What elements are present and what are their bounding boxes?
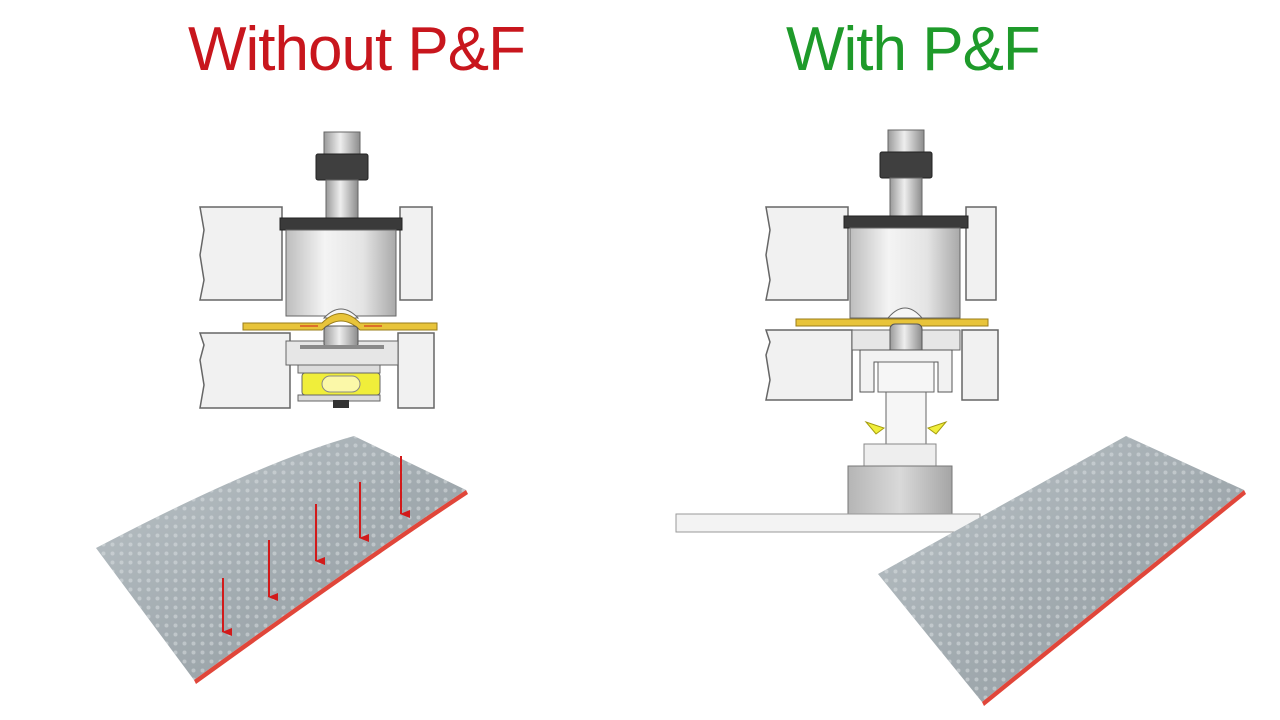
sheet-perforation [96, 436, 466, 680]
plunger-shaft [885, 391, 927, 445]
upper-die-right-block [965, 206, 997, 301]
title-with-pf: With P&F [786, 15, 1041, 84]
lower-guide [297, 364, 381, 374]
upper-die-left-block [765, 206, 849, 301]
lower-die-right-block [397, 332, 435, 409]
punch-flange [843, 215, 969, 229]
lower-die-left-block [764, 329, 853, 401]
die-plate-slot [300, 345, 384, 349]
sensor-base [847, 465, 953, 517]
strip-material-bent [242, 313, 438, 331]
bottom-bolt [333, 400, 349, 408]
ram-neck [889, 177, 923, 217]
lower-die-right-block [961, 329, 999, 401]
press-die-without-pf [198, 131, 438, 409]
contact-spark-left [864, 420, 886, 435]
perforated-sheet-flat [878, 436, 1246, 706]
ram-collar [879, 151, 933, 179]
upper-die-left-block [199, 206, 283, 301]
sheet-edge [982, 490, 1246, 706]
guide-frame [859, 349, 953, 393]
press-die-with-pf [675, 129, 999, 533]
warp-arrows [222, 456, 410, 636]
floor-plate [675, 513, 981, 533]
sensor-top [863, 443, 937, 467]
title-without-pf: Without P&F [188, 15, 526, 84]
lower-die-left-block [198, 332, 291, 409]
sheet-edge [194, 490, 468, 684]
punch-body [285, 229, 397, 317]
die-button [323, 325, 359, 349]
ram-neck [325, 179, 359, 219]
upper-die-right-block [399, 206, 433, 301]
punch-body [849, 227, 961, 319]
sheet-perforation [878, 436, 1244, 702]
punch-flange [279, 217, 403, 231]
contact-spark-right [926, 420, 948, 435]
plunger-head [877, 361, 935, 393]
indicator-window [321, 375, 361, 393]
punch-nose [886, 307, 924, 319]
perforated-sheet-curved [96, 436, 468, 684]
ram-collar [315, 153, 369, 181]
